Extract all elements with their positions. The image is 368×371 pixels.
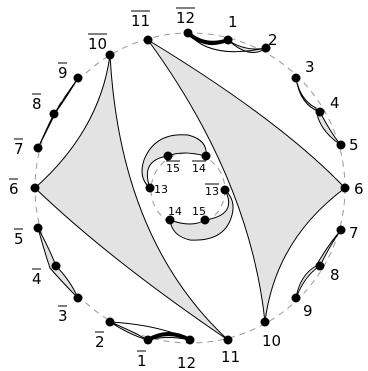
vertex-4[interactable]	[315, 107, 325, 117]
vertex-6[interactable]	[340, 183, 350, 193]
label-4: 4	[330, 94, 340, 112]
label-8: 8	[330, 266, 340, 284]
vertex-9[interactable]	[291, 293, 301, 303]
label-12b: 12	[176, 9, 195, 27]
label-1b: 1	[137, 352, 147, 370]
label-2: 2	[268, 31, 278, 49]
label-12: 12	[177, 354, 196, 371]
region-right-triangle	[147, 39, 346, 323]
vertex-3b[interactable]	[73, 293, 83, 303]
vertex-14[interactable]	[165, 215, 175, 225]
label-13b: 13	[205, 185, 219, 198]
inner-region-bottom	[169, 189, 234, 241]
vertex-3[interactable]	[291, 73, 301, 83]
vertex-8b[interactable]	[49, 109, 59, 119]
label-3: 3	[305, 58, 315, 76]
label-10: 10	[262, 332, 281, 350]
label-11: 11	[221, 348, 240, 366]
label-13: 13	[154, 183, 168, 196]
vertex-2[interactable]	[261, 43, 271, 53]
vertex-6b[interactable]	[30, 183, 40, 193]
label-11b: 11	[131, 12, 150, 30]
region-left-triangle	[34, 54, 229, 341]
vertex-5[interactable]	[336, 140, 346, 150]
vertex-14b[interactable]	[201, 151, 211, 161]
vertex-7[interactable]	[336, 225, 346, 235]
vertex-1b[interactable]	[143, 335, 153, 345]
label-5b: 5	[14, 230, 24, 248]
inner-overbars	[166, 160, 219, 185]
chord-bottom-outer	[109, 321, 191, 341]
label-6: 6	[354, 180, 364, 198]
label-10b: 10	[88, 35, 107, 53]
label-9b: 9	[58, 64, 68, 82]
label-15b: 15	[166, 162, 180, 175]
label-4b: 4	[32, 270, 42, 288]
vertex-10b[interactable]	[105, 50, 115, 60]
vertex-13[interactable]	[145, 183, 155, 193]
outer-overbars	[9, 7, 195, 352]
vertex-7b[interactable]	[33, 143, 43, 153]
label-15: 15	[192, 205, 206, 218]
vertex-2b[interactable]	[105, 317, 115, 327]
vertex-1[interactable]	[223, 35, 233, 45]
chord-top-outer	[187, 32, 267, 53]
label-14: 14	[168, 205, 182, 218]
label-2b: 2	[95, 333, 105, 351]
vertex-9b[interactable]	[73, 73, 83, 83]
vertex-4b[interactable]	[51, 261, 61, 271]
label-1: 1	[228, 13, 238, 31]
outer-labels: 1 2 3 4 5 6 7 8 9 10 11 12 1 2 3 4 5 6 7…	[9, 9, 364, 371]
inner-labels: 15 14 13 13 14 15	[154, 162, 219, 218]
inner-vertices	[145, 151, 230, 225]
vertex-11[interactable]	[223, 335, 233, 345]
lens-bar2	[109, 321, 149, 341]
vertex-12b[interactable]	[183, 28, 193, 38]
vertex-10[interactable]	[260, 317, 270, 327]
vertex-15[interactable]	[200, 215, 210, 225]
label-5: 5	[349, 136, 359, 154]
label-7b: 7	[14, 140, 24, 158]
vertex-13b[interactable]	[220, 185, 230, 195]
label-6b: 6	[9, 180, 19, 198]
label-7: 7	[349, 224, 359, 242]
vertex-11b[interactable]	[143, 35, 153, 45]
label-8b: 8	[32, 95, 42, 113]
label-14b: 14	[192, 162, 206, 175]
vertex-12[interactable]	[185, 335, 195, 345]
vertex-8[interactable]	[315, 261, 325, 271]
label-9: 9	[303, 302, 313, 320]
vertex-5b[interactable]	[33, 223, 43, 233]
outer-vertices	[30, 28, 350, 345]
label-3b: 3	[58, 307, 68, 325]
vertex-15b[interactable]	[163, 151, 173, 161]
